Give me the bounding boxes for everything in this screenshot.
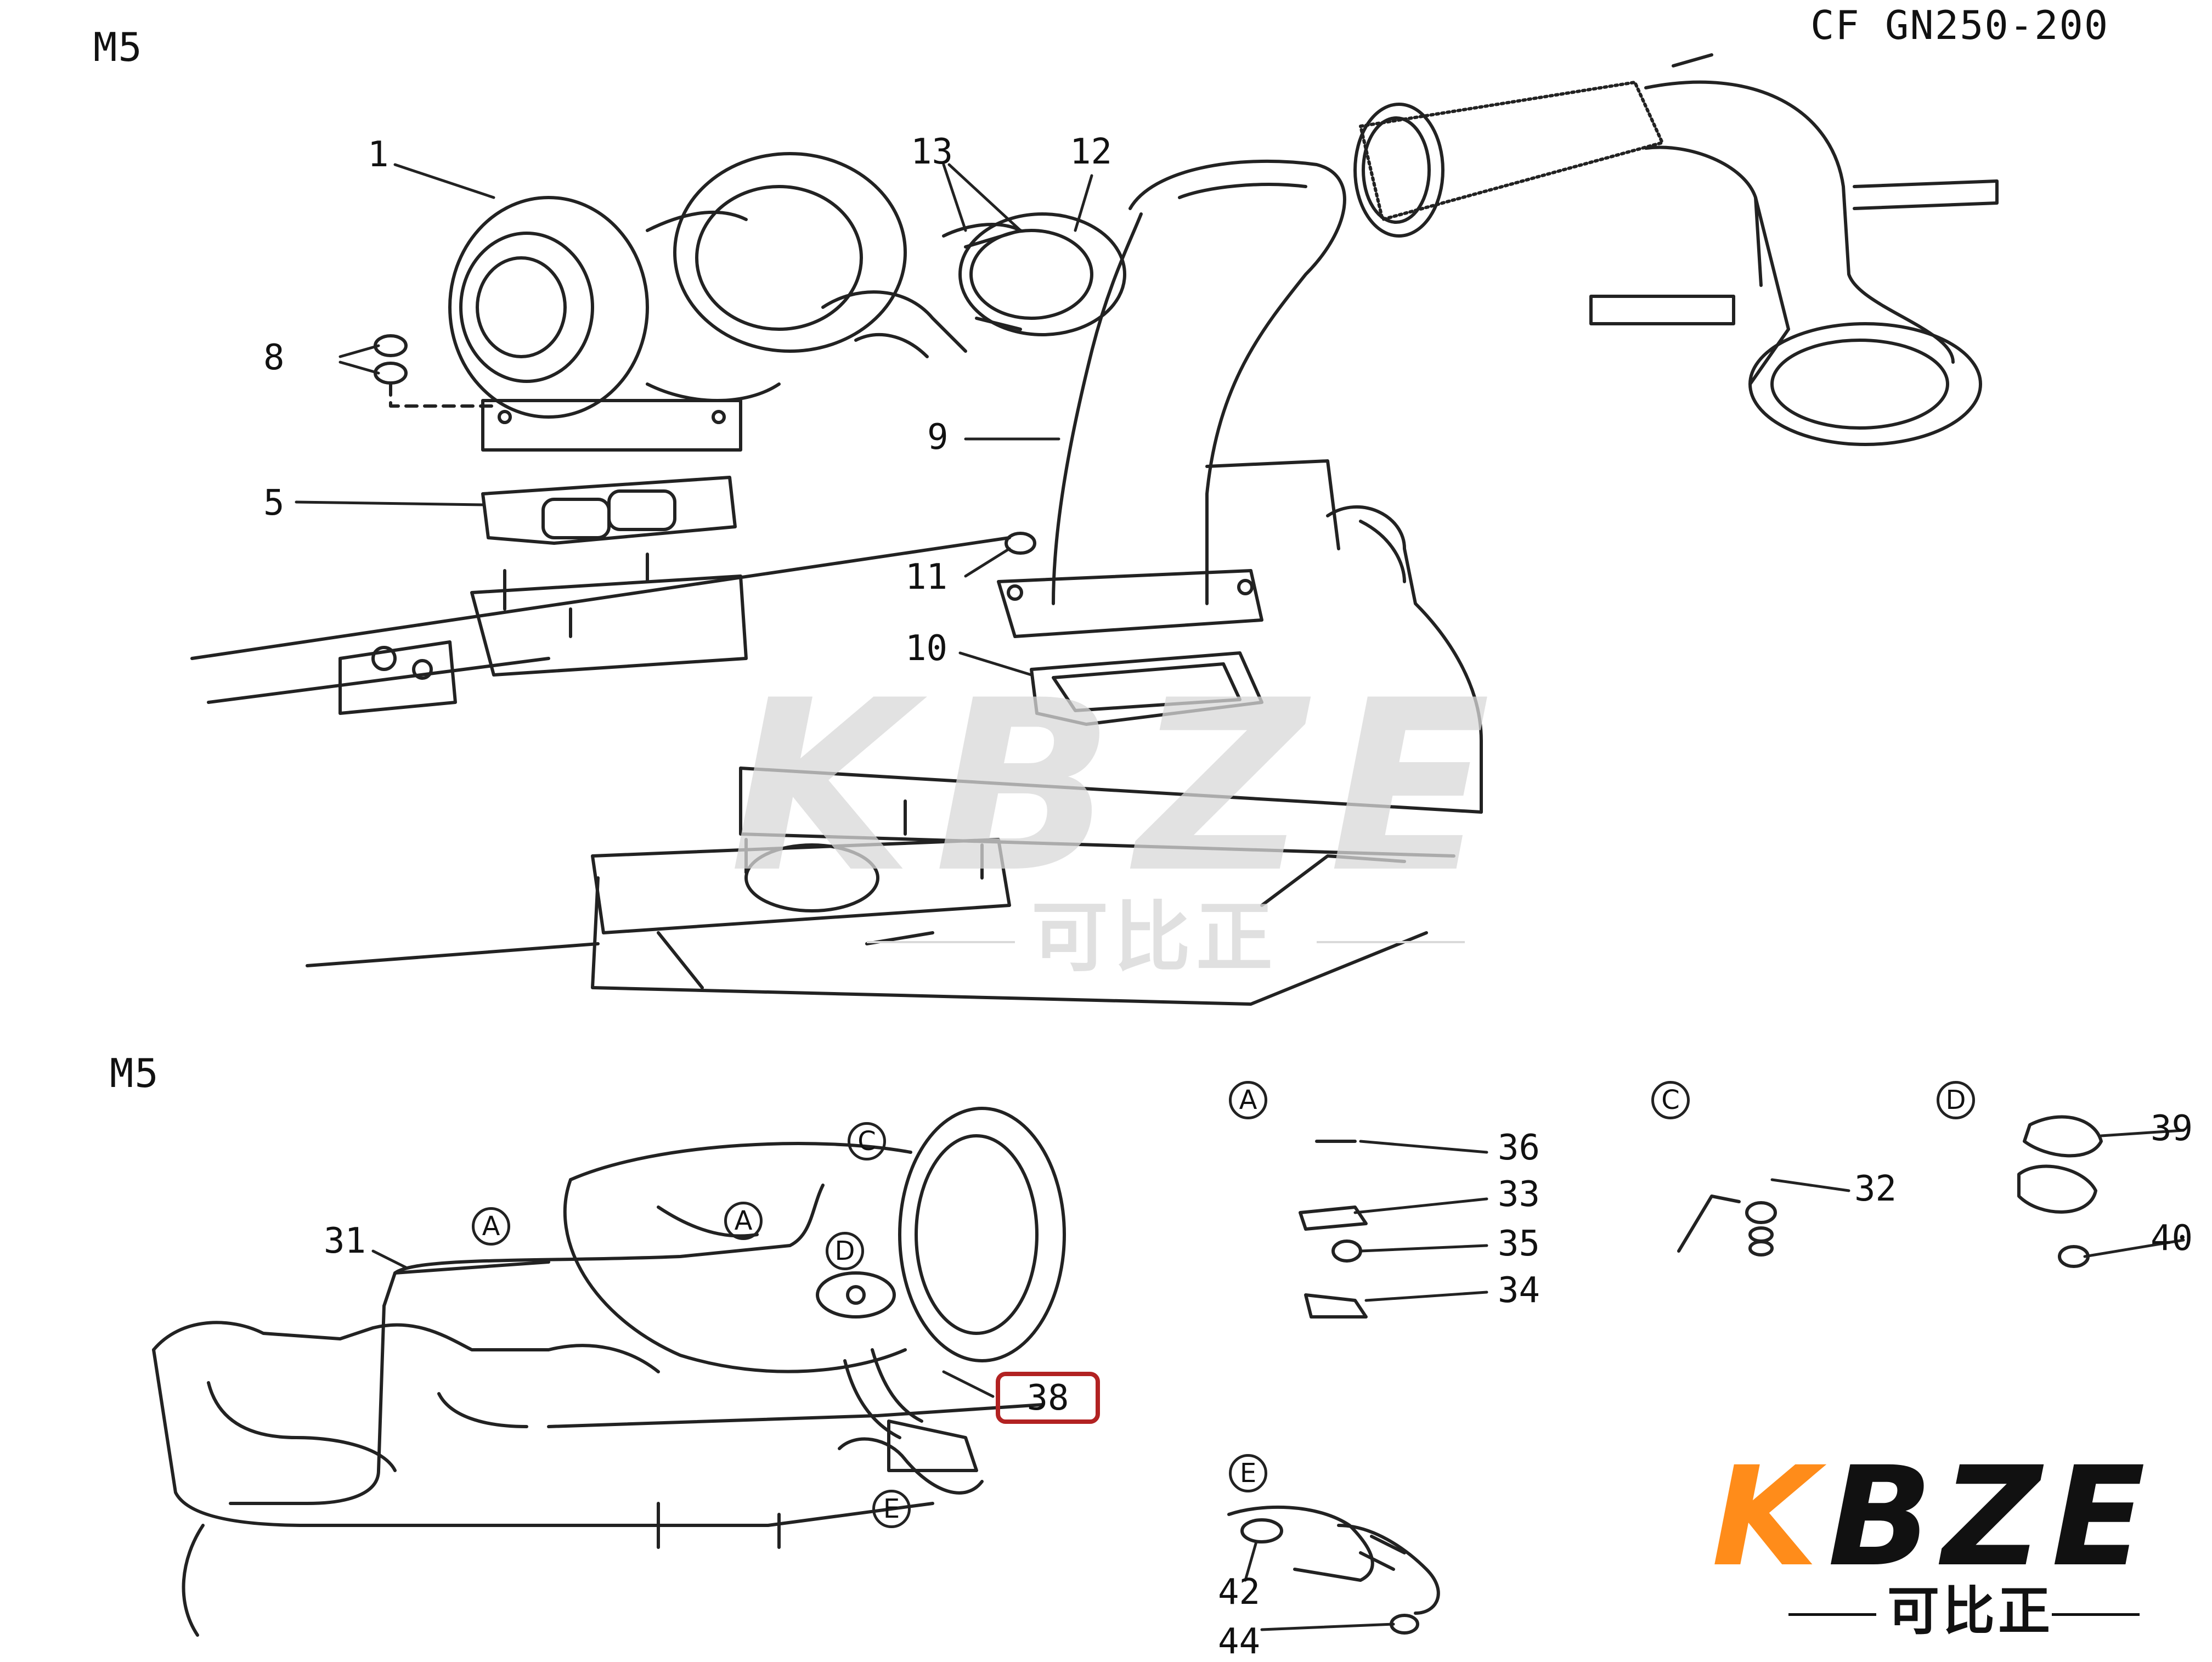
watermark-rule-right	[1317, 941, 1465, 943]
callout-33: 33	[1498, 1174, 1541, 1215]
callout-5: 5	[263, 483, 285, 523]
top-assembly-drawing	[190, 53, 1999, 1006]
callout-11: 11	[905, 557, 948, 598]
callout-leader-lines	[295, 163, 2185, 1631]
callout-38-highlighted: 38	[996, 1372, 1100, 1424]
callout-8: 8	[263, 337, 285, 378]
marker-a-secondary: A	[724, 1202, 763, 1240]
callout-10: 10	[905, 628, 948, 669]
logo-rule-right	[2052, 1613, 2140, 1616]
brand-logo-chinese: 可比正	[1887, 1581, 2054, 1642]
watermark-rule-left	[867, 941, 1015, 943]
callout-39: 39	[2151, 1108, 2193, 1149]
detail-c-header: C	[1651, 1081, 1690, 1119]
marker-c-main: C	[848, 1122, 886, 1160]
detail-a-header: A	[1229, 1081, 1267, 1119]
logo-accent-letter: K	[1712, 1437, 1828, 1597]
callout-44: 44	[1218, 1621, 1261, 1662]
callout-35: 35	[1498, 1224, 1541, 1264]
callout-13: 13	[911, 132, 953, 172]
watermark-chinese: 可比正	[1031, 893, 1279, 983]
model-label: CF GN250-200	[1810, 2, 2109, 48]
callout-9: 9	[927, 417, 949, 458]
callout-42: 42	[1218, 1572, 1261, 1613]
callout-1: 1	[368, 134, 389, 175]
marker-a-main: A	[472, 1207, 510, 1246]
logo-rule-left	[1788, 1613, 1876, 1616]
bottom-assembly-drawing	[152, 1107, 2103, 1637]
callout-32: 32	[1854, 1169, 1897, 1209]
top-section-label: M5	[93, 24, 143, 70]
detail-d-header: D	[1937, 1081, 1975, 1119]
brand-logo: KBZE	[1712, 1449, 2155, 1586]
marker-d-main: D	[826, 1232, 864, 1270]
watermark-brand: KBZE	[730, 650, 1513, 925]
marker-e-main: E	[872, 1490, 911, 1528]
callout-34: 34	[1498, 1270, 1541, 1311]
callout-36: 36	[1498, 1128, 1541, 1168]
detail-e-header: E	[1229, 1454, 1267, 1492]
logo-rest: BZE	[1827, 1437, 2155, 1597]
callout-12: 12	[1070, 132, 1113, 172]
bottom-section-label: M5	[110, 1050, 160, 1096]
callout-31: 31	[324, 1221, 366, 1261]
callout-40: 40	[2151, 1218, 2193, 1259]
